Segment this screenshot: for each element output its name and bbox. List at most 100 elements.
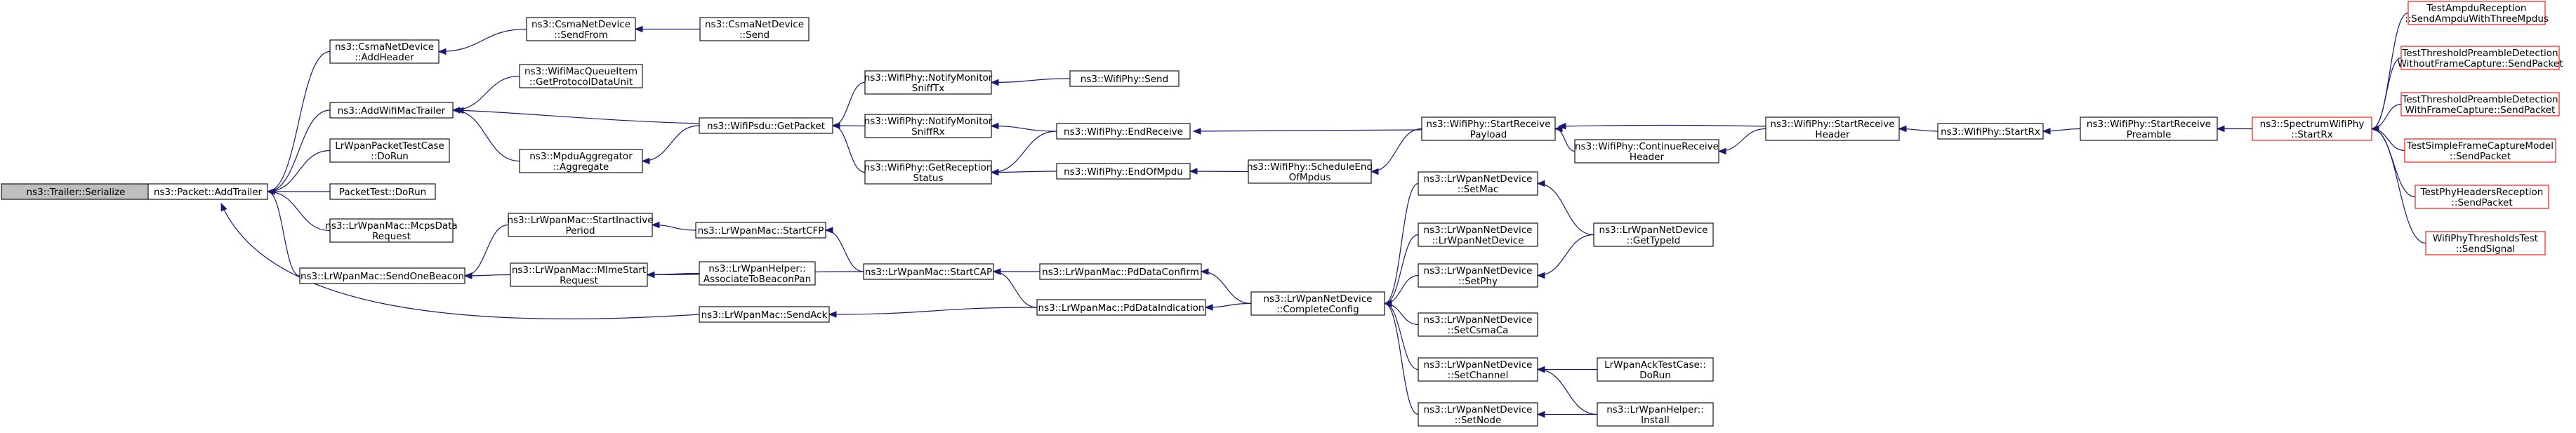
node-box: [1418, 171, 1538, 196]
node-ns3-lrwpanmac-pddataconfirm[interactable]: ns3::LrWpanMac::PdDataConfirm: [1039, 263, 1202, 280]
node-ns3-spectrumwifiphy-startrx[interactable]: ns3::SpectrumWifiPhy::StartRx: [2252, 116, 2372, 141]
node-ns3-lrwpannetdevice-setnode[interactable]: ns3::LrWpanNetDevice::SetNode: [1418, 402, 1538, 427]
arrowhead: [1536, 411, 1545, 418]
node-ns3-addwifimactrailer[interactable]: ns3::AddWifiMacTrailer: [329, 102, 454, 119]
node-label: WithoutFrameCapture::SendPacket: [2398, 58, 2563, 69]
node-label: ns3::LrWpanMac::StartCAP: [865, 267, 992, 278]
node-ns3-lrwpannetdevice-setchannel[interactable]: ns3::LrWpanNetDevice::SetChannel: [1418, 357, 1538, 382]
node-label: ns3::LrWpanMac::StartInactive: [507, 215, 653, 226]
node-lrwpanacktestcase-dorun[interactable]: LrWpanAckTestCase::DoRun: [1597, 357, 1714, 382]
arrowhead: [1204, 304, 1213, 311]
edge-n38-to-n39: [828, 307, 1038, 315]
node-label: ns3::LrWpanMac::SendOneBeacon: [300, 271, 464, 282]
node-ns3-lrwpanmac-sendonebeacon[interactable]: ns3::LrWpanMac::SendOneBeacon: [299, 267, 465, 284]
node-ns3-lrwpannetdevice-lrwpannetdevice[interactable]: ns3::LrWpanNetDevice::LrWpanNetDevice: [1418, 222, 1538, 247]
node-box: [1418, 222, 1538, 247]
arrowhead: [1717, 147, 1726, 155]
node-label: OfMpdus: [1289, 172, 1331, 183]
node-ns3-lrwpannetdevice-gettypeid[interactable]: ns3::LrWpanNetDevice::GetTypeId: [1593, 222, 1714, 247]
node-ns3-mpduaggregator-aggregate[interactable]: ns3::MpduAggregator::Aggregate: [519, 149, 643, 173]
node-label: ns3::CsmaNetDevice: [531, 19, 630, 30]
node-lrwpanpackettestcase-dorun[interactable]: LrWpanPacketTestCase::DoRun: [329, 138, 450, 163]
node-label: WithFrameCapture::SendPacket: [2405, 105, 2556, 116]
node-label: ::SetNode: [1455, 415, 1502, 426]
node-ns3-wifiphy-endofmpdu[interactable]: ns3::WifiPhy::EndOfMpdu: [1056, 163, 1191, 180]
node-testthresholdpreambledetection-withframecapture-sendpacket[interactable]: TestThresholdPreambleDetectionWithFrameC…: [2400, 92, 2560, 116]
node-box: [1418, 357, 1538, 382]
node-ns3-lrwpanmac-startcfp[interactable]: ns3::LrWpanMac::StartCFP: [695, 222, 826, 239]
node-ns3-lrwpannetdevice-setcsmaca[interactable]: ns3::LrWpanNetDevice::SetCsmaCa: [1418, 312, 1538, 337]
node-testphyheadersreception-sendpacket[interactable]: TestPhyHeadersReception::SendPacket: [2415, 185, 2549, 209]
node-label: ::Send: [739, 29, 770, 41]
node-box: [1597, 402, 1714, 427]
node-ns3-csmanetdevice-addheader[interactable]: ns3::CsmaNetDevice::AddHeader: [329, 39, 440, 64]
node-testthresholdpreambledetection-withoutframecapture-sendpacket[interactable]: TestThresholdPreambleDetectionWithoutFra…: [2398, 46, 2563, 70]
node-ns3-lrwpanmac-sendack[interactable]: ns3::LrWpanMac::SendAck: [699, 306, 830, 323]
node-box: [519, 149, 643, 173]
node-ns3-wifimacqueueitem-getprotocoldataunit[interactable]: ns3::WifiMacQueueItem::GetProtocolDataUn…: [519, 64, 643, 88]
node-ns3-wifiphy-endreceive[interactable]: ns3::WifiPhy::EndReceive: [1056, 123, 1191, 140]
node-ns3-lrwpanmac-startcap[interactable]: ns3::LrWpanMac::StartCAP: [863, 263, 994, 280]
node-box: [1056, 123, 1191, 140]
node-label: ::StartRx: [2291, 129, 2332, 140]
node-label: WifiPhyThresholdsTest: [2433, 233, 2538, 244]
node-label: ns3::WifiPhy::ScheduleEnd: [1247, 161, 1373, 173]
edge-n41-to-n40: [1384, 182, 1419, 305]
node-box: [1418, 263, 1538, 288]
arrowhead: [220, 202, 227, 212]
arrowhead: [990, 168, 999, 176]
node-label: Request: [560, 275, 598, 286]
node-label: Payload: [1470, 129, 1507, 140]
node-ns3-packet-addtrailer[interactable]: ns3::Packet::AddTrailer: [147, 183, 268, 200]
node-testsimpleframecapturemodel-sendpacket[interactable]: TestSimpleFrameCaptureModel::SendPacket: [2404, 138, 2556, 163]
node-ns3-lrwpannetdevice-setphy[interactable]: ns3::LrWpanNetDevice::SetPhy: [1418, 263, 1538, 288]
node-label: ns3::MpduAggregator: [529, 151, 633, 162]
node-box: [1248, 159, 1372, 184]
node-label: Period: [565, 225, 595, 237]
node-box: [1421, 116, 1556, 141]
node-ns3-lrwpannetdevice-setmac[interactable]: ns3::LrWpanNetDevice::SetMac: [1418, 171, 1538, 196]
node-wifiphythresholdstest-sendsignal[interactable]: WifiPhyThresholdsTest::SendSignal: [2425, 231, 2546, 255]
node-ns3-trailer-serialize[interactable]: ns3::Trailer::Serialize: [1, 183, 151, 200]
node-box: [2252, 116, 2372, 141]
edge-n8-to-n7: [642, 125, 700, 162]
node-ns3-csmanetdevice-send[interactable]: ns3::CsmaNetDevice::Send: [699, 17, 810, 41]
node-ns3-lrwpannetdevice-completeconfig[interactable]: ns3::LrWpanNetDevice::CompleteConfig: [1250, 291, 1385, 316]
node-ns3-wifiphy-startrx[interactable]: ns3::WifiPhy::StartRx: [1937, 123, 2044, 140]
node-box: [329, 218, 454, 243]
node-packettest-dorun[interactable]: PacketTest::DoRun: [329, 183, 436, 200]
node-ns3-csmanetdevice-sendfrom[interactable]: ns3::CsmaNetDevice::SendFrom: [526, 17, 636, 41]
arrowhead: [1536, 366, 1545, 373]
node-label: ::SendPacket: [2450, 151, 2511, 162]
arrowhead: [646, 271, 655, 279]
node-ns3-wifipsdu-getpacket[interactable]: ns3::WifiPsdu::GetPacket: [699, 117, 833, 134]
node-label: ::SetPhy: [1458, 276, 1498, 287]
node-label: ns3::WifiPhy::StartReceive: [1426, 119, 1550, 130]
node-label: TestThresholdPreambleDetection: [2401, 94, 2558, 105]
node-label: ns3::WifiPhy::StartReceive: [2087, 119, 2211, 130]
edge-n31-to-n1: [267, 191, 300, 277]
node-ns3-lrwpanmac-pddataindication[interactable]: ns3::LrWpanMac::PdDataIndication: [1036, 299, 1206, 316]
node-box: [1069, 70, 1180, 87]
node-ns3-lrwpanhelper-install[interactable]: ns3::LrWpanHelper::Install: [1597, 402, 1714, 427]
node-label: ns3::WifiPhy::StartReceive: [1770, 119, 1894, 130]
node-ns3-lrwpanhelper-associatetobeaconpan[interactable]: ns3::LrWpanHelper::AssociateToBeaconPan: [699, 261, 816, 286]
node-testampdureception-sendampduwiththreempdus[interactable]: TestAmpduReception::SendAmpduWithThreeMp…: [2405, 1, 2549, 25]
edge-n42-to-n40: [1384, 234, 1419, 305]
node-ns3-wifiphy-send[interactable]: ns3::WifiPhy::Send: [1069, 70, 1180, 87]
node-label: ns3::LrWpanMac::StartCFP: [698, 225, 824, 237]
node-label: LrWpanPacketTestCase: [335, 140, 444, 152]
arrowhead: [634, 25, 643, 33]
node-label: ::SetCsmaCa: [1448, 325, 1509, 336]
